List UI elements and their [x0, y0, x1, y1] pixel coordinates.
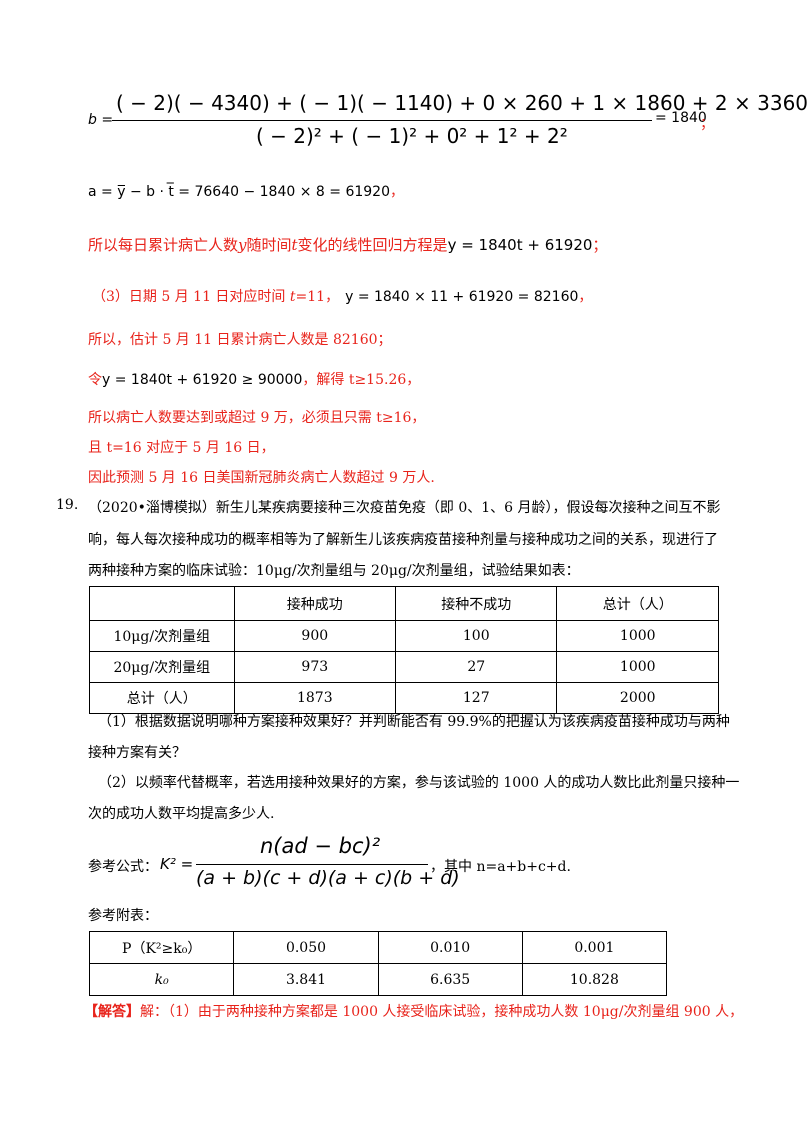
- answer-tag: 【解答】: [84, 1004, 140, 1020]
- part3-calc: y = 1840 × 11 + 61920 = 82160: [345, 289, 579, 305]
- table-cell: 1000: [556, 620, 719, 652]
- table-row: P（K²≥k₀） 0.050 0.010 0.001: [88, 931, 668, 964]
- table-cell: 100: [395, 620, 558, 652]
- table-cell: 10μg/次剂量组: [89, 620, 235, 652]
- b-lhs: b =: [88, 112, 114, 128]
- regression-mid1: 随时间: [246, 236, 292, 254]
- a-formula-tail: ，: [389, 184, 404, 200]
- regression-prefix: 所以每日累计病亡人数: [88, 236, 239, 254]
- table-cell: 127: [395, 682, 558, 714]
- table-cell: 900: [233, 620, 397, 652]
- day-result: t=16 对应于 5 月 16 日，: [106, 440, 275, 456]
- table-cell: 0.010: [377, 931, 523, 964]
- sub2-line1: （2）以频率代替概率，若选用接种效果好的方案，参与该试验的 1000 人的成功人…: [98, 775, 740, 791]
- ref-table-label: 参考附表：: [88, 908, 158, 924]
- regression-line: 所以每日累计病亡人数y随时间t变化的线性回归方程是y = 1840t + 619…: [88, 234, 607, 255]
- need-line: 所以病亡人数要达到或超过 9 万，必须且只需 t≥16，: [88, 407, 425, 427]
- ref-label: 参考公式：: [88, 859, 158, 875]
- sub1-line1: （1）根据数据说明哪种方案接种效果好？并判断能否有 99.9%的把握认为该疾病疫…: [98, 714, 730, 730]
- question-line3: 两种接种方案的临床试验：10μg/次剂量组与 20μg/次剂量组，试验结果如表：: [88, 563, 580, 579]
- part3-var-t: t: [289, 289, 296, 305]
- table-cell: 总计（人）: [89, 682, 235, 714]
- part3-tail: ，: [578, 289, 593, 305]
- answer-text: 解：（1）由于两种接种方案都是 1000 人接受临床试验，接种成功人数 10μg…: [140, 1004, 744, 1020]
- table-header-row: 接种成功 接种不成功 总计（人）: [89, 586, 719, 621]
- table-row: 10μg/次剂量组 900 100 1000: [89, 620, 719, 652]
- table-cell: 27: [395, 651, 558, 683]
- table-cell: 2000: [556, 682, 719, 714]
- b-tail: ；: [700, 116, 714, 132]
- table-row: k₀ 3.841 6.635 10.828: [88, 963, 668, 996]
- table-cell: 1873: [233, 682, 397, 714]
- table-cell: P（K²≥k₀）: [88, 931, 235, 964]
- reference-table: P（K²≥k₀） 0.050 0.010 0.001 k₀ 3.841 6.63…: [88, 931, 668, 996]
- b-rhs: = 1840: [655, 110, 707, 126]
- table-header-cell: 接种不成功: [395, 586, 558, 621]
- table-cell: 973: [233, 651, 397, 683]
- var-t: t: [291, 236, 298, 254]
- ref-denominator: (a + b)(c + d)(a + c)(b + d): [196, 867, 460, 889]
- let-mid: ，解得: [302, 372, 349, 388]
- b-numerator: ( − 2)( − 4340) + ( − 1)( − 1140) + 0 × …: [116, 91, 808, 115]
- day-line: 且 t=16 对应于 5 月 16 日，: [88, 437, 275, 457]
- ref-tail: ，其中 n=a+b+c+d.: [430, 859, 571, 875]
- b-fraction-bar: [112, 120, 652, 121]
- need-result: t≥16，: [376, 410, 426, 426]
- var-y: y: [238, 236, 247, 254]
- let-prefix: 令: [88, 372, 102, 388]
- part3-line: （3）日期 5 月 11 日对应时间 t=11， y = 1840 × 11 + …: [92, 286, 592, 306]
- let-result: t≥15.26，: [348, 372, 421, 388]
- ref-numerator: n(ad − bc)²: [260, 834, 381, 858]
- sub2-line2: 次的成功人数平均提高多少人.: [88, 806, 275, 822]
- a-formula: a = y̅ − b · t̅ = 76640 − 1840 × 8 = 619…: [88, 181, 404, 201]
- question-line1: （2020•淄博模拟）新生儿某疾病要接种三次疫苗免疫（即 0、1、6 月龄），假…: [88, 500, 721, 516]
- table-header-cell: 总计（人）: [556, 586, 719, 621]
- day-prefix: 且: [88, 440, 107, 456]
- regression-tail: ；: [592, 236, 608, 254]
- table-cell: 10.828: [521, 963, 668, 996]
- table-cell: 20μg/次剂量组: [89, 651, 235, 683]
- need-prefix: 所以病亡人数要达到或超过 9 万，必须且只需: [88, 410, 377, 426]
- table-cell: 6.635: [377, 963, 523, 996]
- results-table: 接种成功 接种不成功 总计（人） 10μg/次剂量组 900 100 1000 …: [89, 586, 719, 714]
- table-cell: 3.841: [233, 963, 379, 996]
- estimate-line: 所以，估计 5 月 11 日累计病亡人数是 82160；: [88, 332, 392, 348]
- table-cell: 1000: [556, 651, 719, 683]
- let-line: 令y = 1840t + 61920 ≥ 90000，解得 t≥15.26，: [88, 369, 420, 389]
- regression-mid2: 变化的线性回归方程是: [297, 236, 448, 254]
- b-denominator: ( − 2)² + ( − 1)² + 0² + 1² + 2²: [256, 124, 568, 148]
- part3-prefix: （3）日期 5 月 11 日对应时间: [92, 289, 290, 305]
- table-cell: 0.001: [521, 931, 668, 964]
- answer-line: 【解答】解：（1）由于两种接种方案都是 1000 人接受临床试验，接种成功人数 …: [84, 1001, 743, 1021]
- table-header-cell: 接种成功: [233, 586, 397, 621]
- let-inequality: y = 1840t + 61920 ≥ 90000: [102, 372, 303, 388]
- predict-line: 因此预测 5 月 16 日美国新冠肺炎病亡人数超过 9 万人.: [88, 470, 435, 486]
- table-cell: k₀: [88, 963, 235, 996]
- question-number: 19.: [56, 497, 79, 513]
- question-line2: 响，每人每次接种成功的概率相等为了解新生儿该疾病疫苗接种剂量与接种成功之间的关系…: [88, 532, 718, 548]
- sub1-line2: 接种方案有关？: [88, 745, 186, 761]
- table-row: 20μg/次剂量组 973 27 1000: [89, 651, 719, 683]
- ref-fraction-bar: [196, 864, 428, 865]
- ref-lhs: K² =: [160, 855, 194, 873]
- table-row: 总计（人） 1873 127 2000: [89, 682, 719, 714]
- table-header-cell: [89, 586, 235, 621]
- part3-eq: =11，: [295, 289, 340, 305]
- table-cell: 0.050: [233, 931, 379, 964]
- a-formula-text: a = y̅ − b · t̅ = 76640 − 1840 × 8 = 619…: [88, 184, 390, 200]
- regression-equation: y = 1840t + 61920: [447, 236, 593, 254]
